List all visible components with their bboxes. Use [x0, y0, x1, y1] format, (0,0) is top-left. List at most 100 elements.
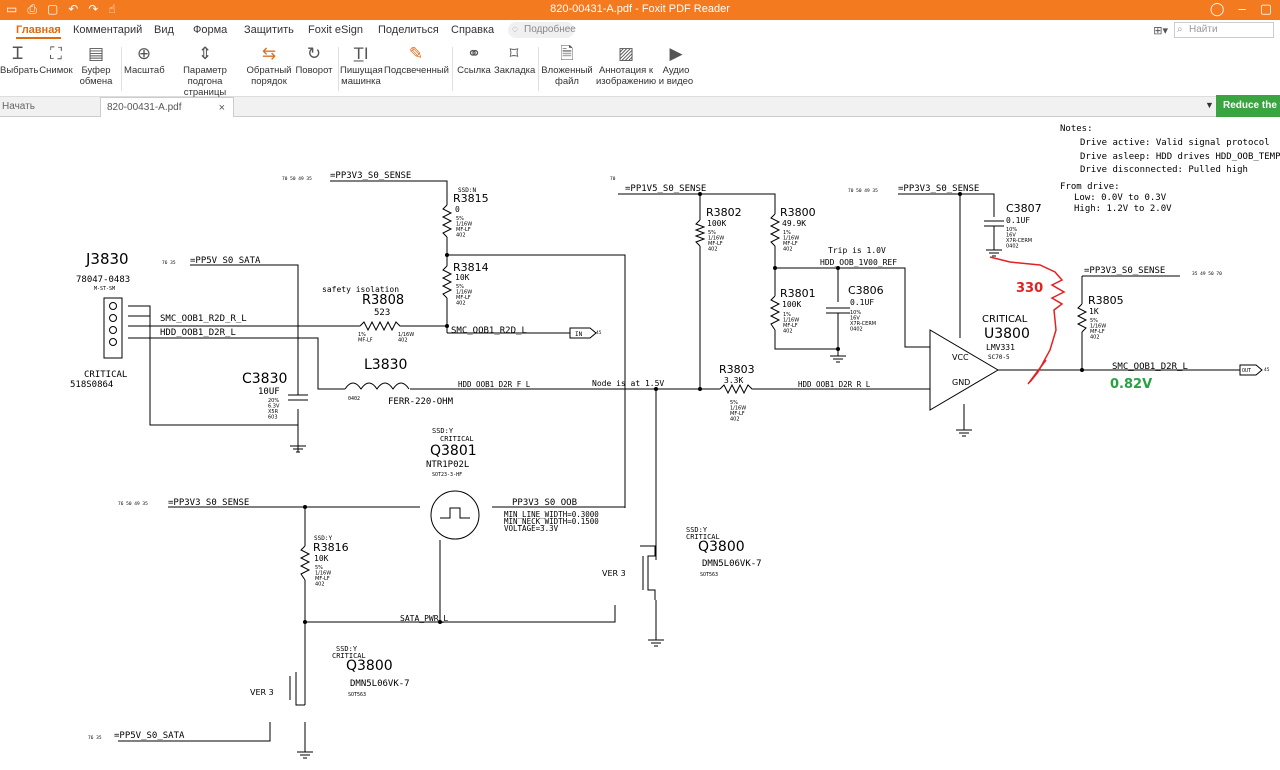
ref-designator: J3830	[85, 250, 129, 268]
net-label: HDD_OOB1_D2R_F_L	[458, 380, 531, 389]
menu-esign[interactable]: Foxit eSign	[308, 24, 364, 36]
part-value: 100K	[707, 219, 726, 228]
document-canvas[interactable]: Notes: Drive active: Valid signal protoc…	[0, 117, 1280, 770]
menu-help[interactable]: Справка	[451, 24, 495, 36]
version-label: VER 3	[250, 688, 274, 697]
junctions	[303, 192, 1084, 624]
search-input[interactable]: ⌕Найти	[1174, 22, 1274, 38]
account-icon[interactable]: ◯	[1209, 1, 1225, 16]
critical-label: CRITICAL	[84, 370, 127, 380]
part-value: 0.1UF	[850, 298, 874, 307]
green-voltage-value: 0.82V	[1110, 377, 1152, 392]
package: SC70-5	[988, 354, 1010, 361]
reduce-file-banner[interactable]: Reduce the file	[1216, 95, 1280, 117]
part-type: M-ST-SM	[94, 286, 115, 292]
port-label: OUT	[1242, 368, 1251, 374]
part-value: 10K	[455, 273, 470, 282]
bookmark-button[interactable]: ⌑Закладка	[494, 44, 536, 76]
layout-icon[interactable]: ⊞▾	[1153, 24, 1168, 37]
menu-form[interactable]: Форма	[193, 24, 228, 36]
minimize-button[interactable]: –	[1238, 1, 1246, 16]
package: SOT23-3-HF	[432, 472, 462, 478]
wires	[118, 180, 1240, 752]
net-label: HDD_OOB1_D2R_L	[160, 328, 236, 338]
resistors	[299, 204, 1088, 581]
menu-share[interactable]: Поделиться	[378, 24, 439, 36]
fit-page-button[interactable]: ⇕Параметр подгона страницы	[166, 43, 244, 98]
document-tab-bar: Начать 820-00431-A.pdf×	[0, 97, 1280, 117]
net-prop: VOLTAGE=3.3V	[504, 524, 559, 533]
zoom-button[interactable]: ⊕Масштаб	[124, 44, 165, 76]
net-prop: MIN_LINE_WIDTH=0.3000	[504, 510, 599, 519]
image-annotation-button[interactable]: ▨Аннотация к изображению	[596, 44, 657, 87]
page-refs: 76 35	[88, 735, 102, 741]
hand-tool-icon[interactable]: ☝	[108, 2, 116, 16]
menu-comment[interactable]: Комментарий	[73, 24, 143, 36]
net-label: SMC_OOB1_D2R_L	[1112, 362, 1188, 372]
close-icon[interactable]: ×	[218, 102, 225, 114]
part-value: NTR1P02L	[426, 460, 469, 470]
ref-designator: R3800	[780, 206, 816, 219]
save-icon[interactable]: ▢	[46, 2, 59, 16]
net-label: =PP3V3_S0_SENSE	[168, 498, 249, 508]
menu-right: ⊞▾ ⌕Найти	[1153, 22, 1274, 38]
print-icon[interactable]: ⎙	[27, 2, 37, 16]
reverse-order-button[interactable]: ⇆Обратный порядок	[246, 44, 292, 87]
undo-icon[interactable]: ↶	[68, 2, 79, 16]
tab-start[interactable]: Начать	[2, 101, 35, 112]
part-value: DMN5L06VK-7	[702, 559, 762, 569]
ref-designator: R3816	[313, 541, 349, 554]
ground-symbols	[290, 249, 1002, 759]
menu-home[interactable]: Главная	[16, 24, 61, 39]
part-value: 1K	[1089, 307, 1099, 316]
bookmark-icon: ⌑	[509, 44, 519, 63]
ssd-label: SSD:Y	[314, 535, 332, 542]
net-label: Node is at 1.5V	[592, 379, 664, 388]
redo-icon[interactable]: ↷	[88, 2, 99, 16]
clipboard-button[interactable]: ▤Буфер обмена	[76, 43, 116, 87]
menu-view[interactable]: Вид	[154, 24, 174, 36]
attach-file-button[interactable]: 🗎Вложенный файл	[541, 44, 593, 87]
part-value: 3.3K	[724, 376, 743, 385]
ref-designator: Q3800	[698, 539, 745, 555]
ribbon-separator	[121, 47, 122, 91]
link-button[interactable]: ⚭Ссылка	[457, 44, 491, 76]
audio-video-button[interactable]: ▶Аудио и видео	[658, 44, 694, 87]
open-icon[interactable]: ▭	[6, 2, 18, 16]
snapshot-button[interactable]: ⛶Снимок	[39, 44, 73, 76]
part-value: 100K	[782, 300, 801, 309]
ref-designator: C3807	[1006, 202, 1042, 215]
net-label: HDD_OOB_1V00_REF	[820, 258, 897, 267]
snapshot-icon: ⛶	[50, 44, 62, 63]
ssd-label: SSD:Y	[686, 526, 708, 534]
maximize-button[interactable]: ▢	[1259, 1, 1272, 16]
chevron-down-icon[interactable]: ▼	[1205, 100, 1214, 110]
highlight-button[interactable]: ✎Подсвеченный	[384, 44, 449, 76]
menu-protect[interactable]: Защитить	[244, 24, 294, 36]
critical-label: CRITICAL	[332, 652, 366, 660]
net-prop: MIN_NECK_WIDTH=0.1500	[504, 517, 599, 526]
ssd-label: SSD:Y	[336, 645, 358, 653]
offpage-out	[1239, 364, 1263, 376]
page-refs: 70 50 49 35	[282, 176, 312, 182]
ref-designator: C3806	[848, 284, 884, 297]
tab-document[interactable]: 820-00431-A.pdf×	[100, 97, 234, 117]
ribbon-separator	[452, 47, 453, 91]
ribbon-separator	[538, 47, 539, 91]
ref-designator: Q3801	[430, 443, 477, 459]
part-value: 523	[374, 308, 390, 318]
rotate-button[interactable]: ↻Поворот	[295, 44, 333, 76]
red-resistor-value: 330	[1016, 281, 1043, 296]
package: SOT563	[348, 692, 366, 698]
attachment-icon: 🗎	[560, 44, 574, 63]
ref-designator: R3803	[719, 363, 755, 376]
tell-me-box[interactable]: ◌Подробнее	[508, 22, 576, 38]
fit-page-icon: ⇕	[197, 44, 213, 63]
